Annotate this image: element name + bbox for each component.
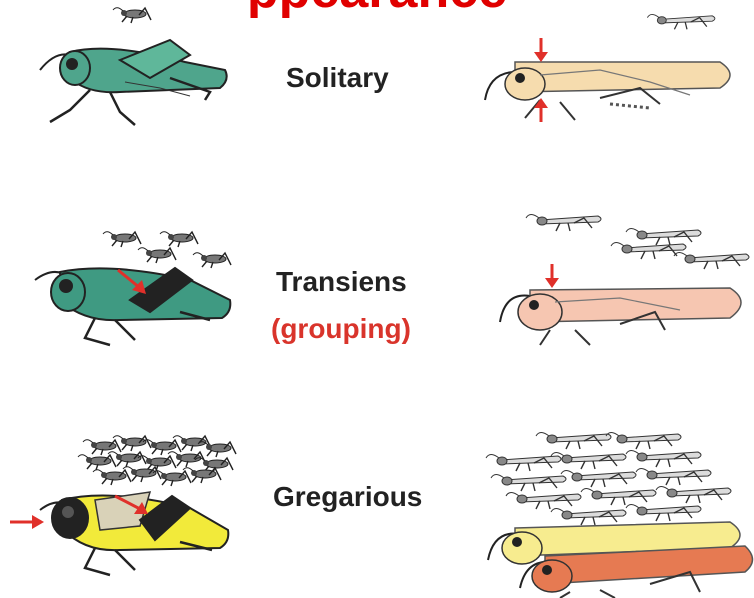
gregarious-nymph-illustration (10, 492, 228, 575)
solitary-nymph-illustration (40, 40, 227, 125)
gregarious-nymph-swarm (78, 436, 236, 486)
transiens-nymph-group (103, 232, 231, 268)
transiens-adult-group (526, 215, 749, 270)
transiens-adult-illustration (500, 264, 741, 345)
solitary-adult-illustration (485, 38, 730, 122)
gregarious-adult-swarm (486, 433, 731, 526)
transiens-nymph-illustration (35, 268, 230, 345)
